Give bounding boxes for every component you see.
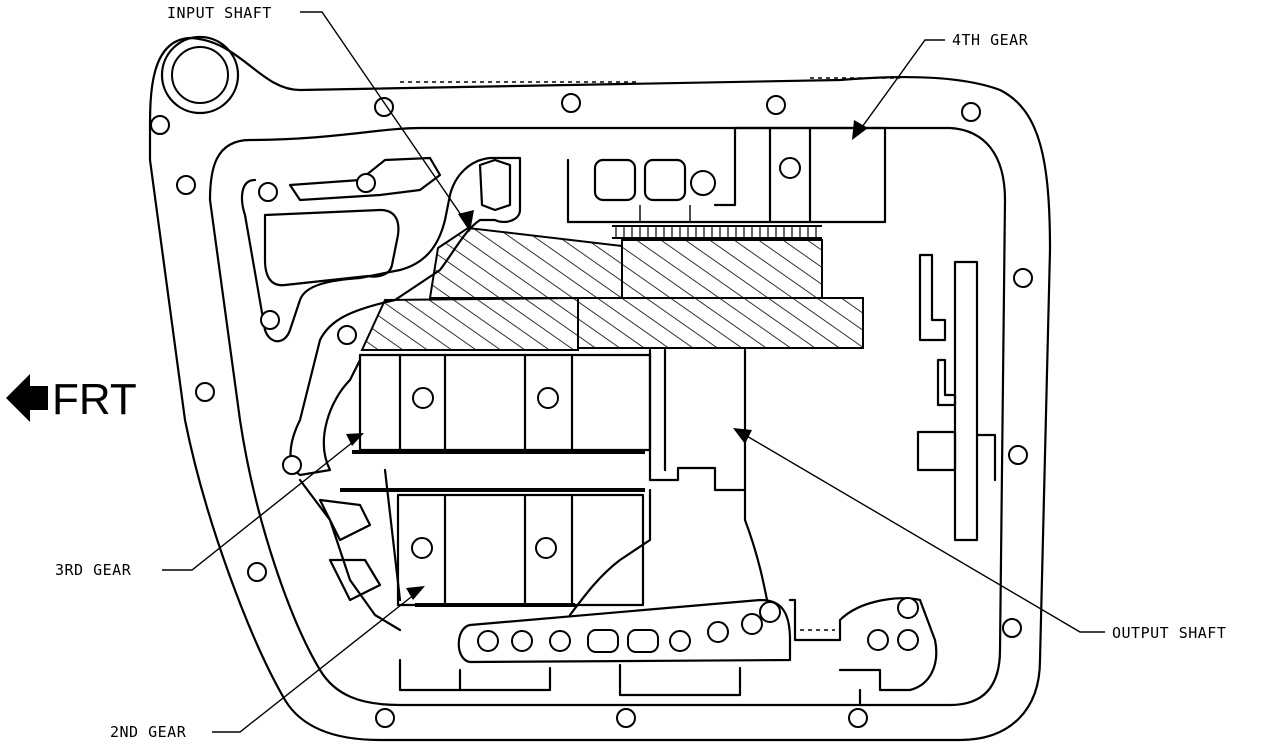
valve-hole-5 [282,455,302,475]
front-arrow-icon [6,374,48,422]
boss-large-bore [171,46,229,104]
shift-lug-right [916,430,997,482]
valve-hole-3 [260,310,280,330]
bolt-holes [150,93,1033,728]
input-gear-hatched [428,226,623,299]
valve-hole-1 [258,182,278,202]
third-gear-hole-2 [537,387,559,409]
shift-rail-slot-1 [593,158,637,202]
valve-passage [263,208,400,287]
shift-rail-hole [690,170,716,196]
shift-rail-slot-2 [643,158,687,202]
bottom-valve-body [457,598,792,664]
gear-teeth [615,226,817,238]
leader-second-gear [212,586,425,733]
fourth-gear-housing [566,126,887,224]
lower-left-passage [298,468,402,632]
leader-input-shaft [300,11,474,232]
label-front: FRT [52,375,137,424]
shift-fork-right-2 [936,358,957,407]
third-gear-hole-1 [412,387,434,409]
leader-fourth-gear [852,39,945,140]
valve-passage-3 [478,158,512,212]
label-input-shaft: INPUT SHAFT [167,4,272,22]
output-shaft [568,348,772,617]
label-second-gear: 2ND GEAR [110,723,187,741]
bottom-passage [398,597,938,707]
bottom-holes [477,597,919,653]
valve-body-left [240,156,522,477]
third-gear-block [358,353,652,452]
gear-band-lower-right [577,297,864,349]
second-gear-block [396,493,645,607]
leader-third-gear [162,433,364,571]
gear-teeth-strip [612,225,822,239]
leader-output-shaft [733,428,1105,633]
counter-gear-upper [621,239,823,299]
boss-large [160,35,240,115]
label-fourth-gear: 4TH GEAR [952,31,1029,49]
second-gear-hole-1 [411,537,433,559]
shift-fork-right [918,253,947,342]
second-gear-hole-2 [535,537,557,559]
valve-hole-2 [356,173,376,193]
shift-rail-right [953,260,979,542]
fourth-gear-hole [779,157,801,179]
label-third-gear: 3RD GEAR [55,561,132,579]
label-output-shaft: OUTPUT SHAFT [1112,624,1226,642]
gasket-outline [208,126,1007,707]
gear-band-lower-left [360,296,579,351]
valve-hole-4 [337,325,357,345]
